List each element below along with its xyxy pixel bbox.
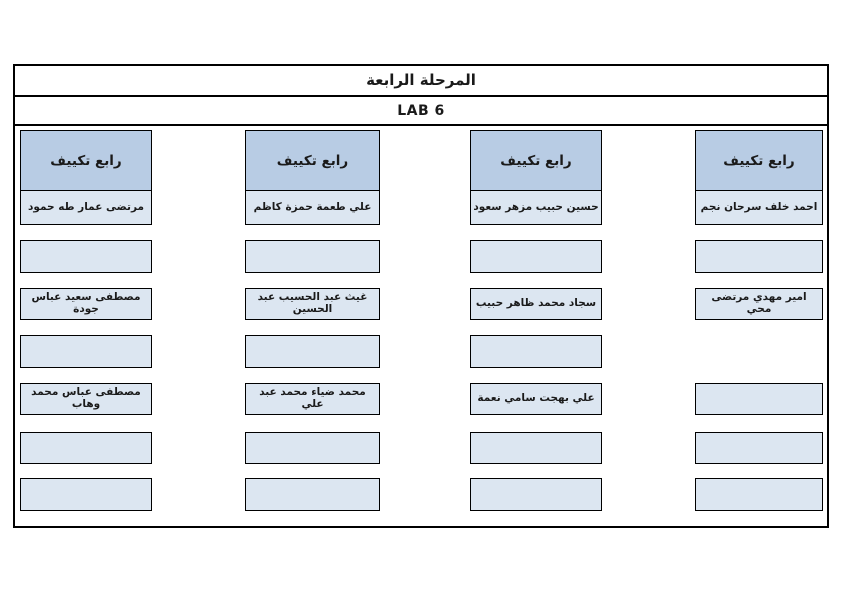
empty-cell [245, 240, 380, 273]
empty-cell [695, 478, 823, 511]
student-cell: امير مهدي مرتضى محي [695, 288, 823, 320]
student-cell: محمد ضياء محمد عبد علي [245, 383, 380, 415]
empty-cell [245, 432, 380, 464]
student-cell: احمد خلف سرحان نجم [695, 190, 823, 225]
empty-cell [470, 335, 602, 368]
student-cell: مصطفى عباس محمد وهاب [20, 383, 152, 415]
empty-cell [20, 240, 152, 273]
empty-cell [470, 240, 602, 273]
section-header: رابع تكييف [20, 130, 152, 191]
section-header: رابع تكييف [695, 130, 823, 191]
empty-cell [20, 478, 152, 511]
group-column-4: رابع تكييف احمد خلف سرحان نجم امير مهدي … [695, 130, 823, 515]
group-column-3: رابع تكييف حسين حبيب مزهر سعود سجاد محمد… [470, 130, 602, 515]
student-cell: علي بهجت سامي نعمة [470, 383, 602, 415]
student-cell: علي طعمة حمزة كاظم [245, 190, 380, 225]
section-header: رابع تكييف [245, 130, 380, 191]
empty-cell [695, 432, 823, 464]
group-column-1: رابع تكييف مرتضى عمار طه حمود مصطفى سعيد… [20, 130, 152, 515]
empty-cell [20, 432, 152, 464]
student-cell: سجاد محمد ظاهر حبيب [470, 288, 602, 320]
group-column-2: رابع تكييف علي طعمة حمزة كاظم غيث عبد ال… [245, 130, 380, 515]
student-cell: حسين حبيب مزهر سعود [470, 190, 602, 225]
student-cell: مرتضى عمار طه حمود [20, 190, 152, 225]
empty-cell [695, 383, 823, 415]
empty-cell [470, 432, 602, 464]
page-title: المرحلة الرابعة [13, 64, 829, 97]
lab-label: LAB 6 [13, 97, 829, 126]
empty-cell [245, 478, 380, 511]
empty-cell [245, 335, 380, 368]
empty-cell [20, 335, 152, 368]
empty-cell [695, 240, 823, 273]
empty-cell [470, 478, 602, 511]
student-cell: مصطفى سعيد عباس جودة [20, 288, 152, 320]
student-cell: غيث عبد الحسيب عبد الحسين [245, 288, 380, 320]
table-outer-border [13, 64, 829, 528]
section-header: رابع تكييف [470, 130, 602, 191]
